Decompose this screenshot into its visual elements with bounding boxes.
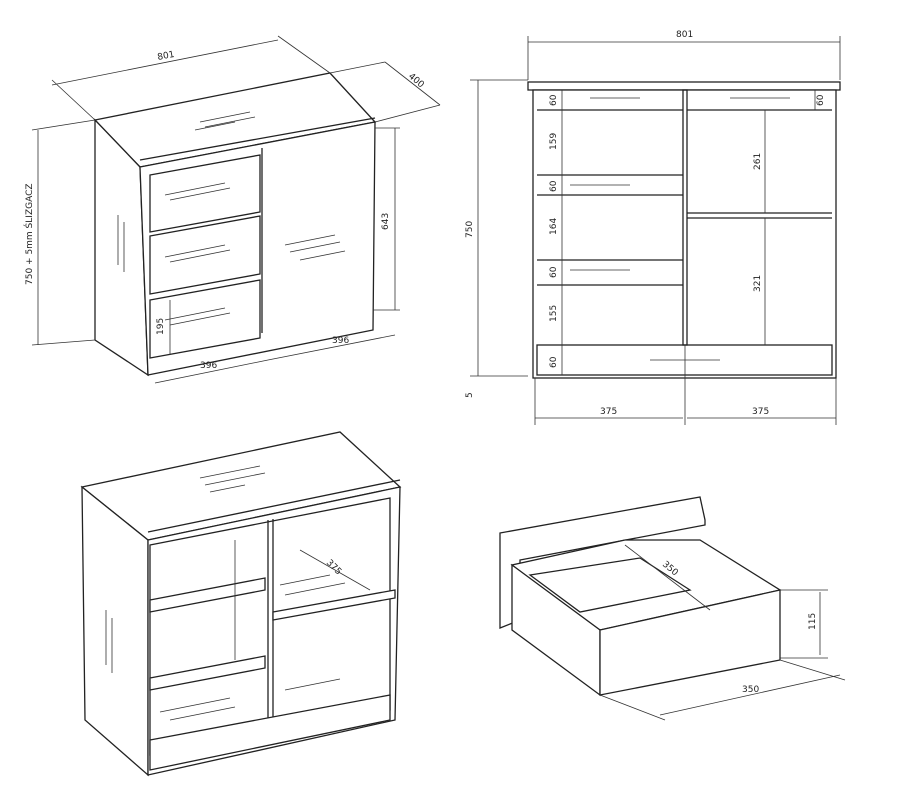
dim-left-1: 159 bbox=[549, 133, 559, 150]
open-view: 375 bbox=[80, 431, 402, 777]
drawer-3 bbox=[149, 279, 261, 359]
dim-left-width: 396 bbox=[200, 361, 217, 371]
dim-depth: 400 bbox=[406, 72, 426, 91]
dim-right-low: 321 bbox=[753, 275, 763, 292]
front-height: 750 bbox=[465, 221, 475, 238]
dim-left-3: 164 bbox=[549, 218, 559, 235]
drawer-rail bbox=[149, 577, 266, 613]
dim-right-top: 60 bbox=[816, 94, 826, 106]
drawer-view: 350 115 350 bbox=[499, 496, 846, 721]
dim-width: 801 bbox=[157, 50, 176, 63]
dim-col-right: 375 bbox=[752, 407, 769, 417]
front-glide: 5 bbox=[465, 392, 475, 398]
dim-drawer-width: 350 bbox=[742, 685, 759, 695]
drawer-1 bbox=[149, 154, 261, 233]
dim-left-4: 60 bbox=[549, 266, 559, 278]
front-width: 801 bbox=[676, 30, 693, 40]
dim-bottom: 60 bbox=[549, 356, 559, 368]
dim-col-left: 375 bbox=[600, 407, 617, 417]
dim-door-height: 643 bbox=[381, 213, 391, 230]
dim-left-5: 155 bbox=[549, 305, 559, 322]
dim-right-width: 396 bbox=[332, 336, 349, 346]
front-view: 801 750 5 60 159 60 164 60 155 60 60 261… bbox=[465, 30, 841, 425]
dim-left-0: 60 bbox=[549, 94, 559, 106]
dim-drawer-height-2: 115 bbox=[808, 613, 818, 630]
dim-height: 750 + 5mm ŚLIZGACZ bbox=[23, 183, 35, 285]
dim-right-mid: 261 bbox=[753, 153, 763, 170]
dim-left-2: 60 bbox=[549, 180, 559, 192]
dim-drawer-height: 195 bbox=[156, 318, 166, 335]
iso-view: 801 400 750 + 5mm ŚLIZGACZ 643 195 396 3… bbox=[23, 35, 441, 384]
